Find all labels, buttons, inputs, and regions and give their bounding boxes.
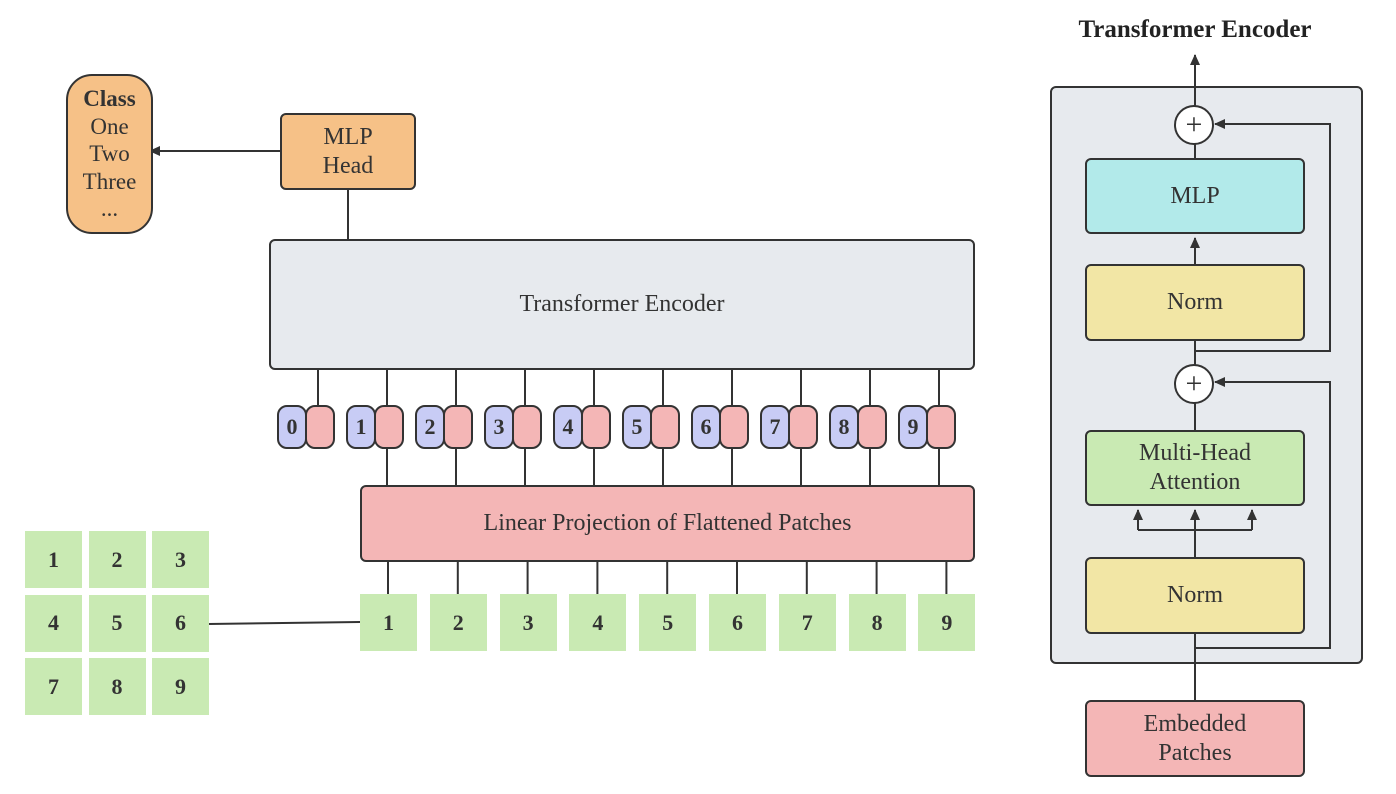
class-item-3: Three bbox=[82, 168, 137, 194]
embedded-patches-line2: Patches bbox=[1158, 739, 1232, 766]
patch-embedding-token-1 bbox=[374, 405, 404, 449]
encoder-detail-title: Transformer Encoder bbox=[1078, 16, 1312, 43]
add-symbol-top: + bbox=[1185, 108, 1203, 141]
position-token-0: 0 bbox=[277, 405, 307, 449]
grid-patch-2: 2 bbox=[88, 531, 146, 588]
grid-patch-6: 6 bbox=[152, 594, 209, 652]
mlp-head-line2: Head bbox=[322, 152, 374, 179]
attention-line1: Multi-Head bbox=[1139, 440, 1251, 467]
class-title: Class bbox=[83, 86, 136, 112]
position-token-2: 2 bbox=[415, 405, 445, 449]
grid-to-patches-line bbox=[207, 621, 361, 625]
linear-projection-box: Linear Projection of Flattened Patches bbox=[360, 485, 975, 562]
mlp-block: MLP bbox=[1085, 158, 1305, 234]
add-icon-bottom: + bbox=[1174, 364, 1214, 404]
class-output-box: Class One Two Three ... bbox=[66, 74, 153, 234]
attention-line2: Attention bbox=[1149, 469, 1241, 495]
patch-embedding-token-3 bbox=[512, 405, 542, 449]
patch-embedding-token-8 bbox=[857, 405, 887, 449]
transformer-encoder-label: Transformer Encoder bbox=[519, 291, 725, 318]
grid-patch-9: 9 bbox=[152, 658, 209, 715]
mlp-head-line1: MLP bbox=[323, 123, 373, 150]
flattened-patch-5: 5 bbox=[639, 594, 697, 651]
position-token-3: 3 bbox=[484, 405, 514, 449]
patch-embedding-token-4 bbox=[581, 405, 611, 449]
norm-block-top: Norm bbox=[1085, 264, 1305, 341]
flattened-patch-4: 4 bbox=[569, 594, 627, 651]
patch-embedding-token-0 bbox=[305, 405, 335, 449]
class-item-1: One bbox=[90, 113, 129, 139]
add-icon-top: + bbox=[1174, 105, 1214, 145]
patch-embedding-token-7 bbox=[788, 405, 818, 449]
norm-bottom-label: Norm bbox=[1167, 582, 1223, 609]
grid-patch-3: 3 bbox=[152, 531, 209, 588]
position-token-1: 1 bbox=[346, 405, 376, 449]
norm-block-bottom: Norm bbox=[1085, 557, 1305, 634]
token-connectors bbox=[317, 370, 940, 485]
position-token-7: 7 bbox=[760, 405, 790, 449]
linear-projection-label: Linear Projection of Flattened Patches bbox=[483, 510, 852, 537]
grid-patch-8: 8 bbox=[88, 658, 146, 715]
patch-embedding-token-9 bbox=[926, 405, 956, 449]
patch-embedding-token-2 bbox=[443, 405, 473, 449]
position-token-5: 5 bbox=[622, 405, 652, 449]
patch-connectors bbox=[387, 562, 948, 594]
flattened-patch-6: 6 bbox=[709, 594, 766, 651]
position-token-4: 4 bbox=[553, 405, 583, 449]
grid-patch-1: 1 bbox=[25, 531, 82, 588]
position-token-9: 9 bbox=[898, 405, 928, 449]
class-item-2: Two bbox=[89, 141, 130, 167]
flattened-patch-7: 7 bbox=[778, 594, 836, 651]
mlp-block-label: MLP bbox=[1170, 182, 1220, 209]
grid-patch-4: 4 bbox=[25, 594, 82, 652]
grid-patch-7: 7 bbox=[25, 658, 82, 715]
flattened-patch-3: 3 bbox=[499, 594, 557, 651]
transformer-encoder-box: Transformer Encoder bbox=[269, 239, 975, 370]
position-token-6: 6 bbox=[691, 405, 721, 449]
flattened-patch-9: 9 bbox=[918, 594, 976, 651]
residual-bottom-arrow bbox=[1195, 377, 1331, 649]
class-item-more: ... bbox=[100, 196, 119, 222]
embedded-patches-line1: Embedded bbox=[1143, 710, 1247, 737]
flattened-patch-2: 2 bbox=[429, 594, 487, 651]
flattened-patch-8: 8 bbox=[848, 594, 906, 651]
position-token-8: 8 bbox=[829, 405, 859, 449]
mlp-head-box: MLP Head bbox=[280, 113, 416, 190]
norm-top-label: Norm bbox=[1167, 289, 1223, 316]
multi-head-attention-block: Multi-Head Attention bbox=[1085, 430, 1305, 506]
patch-embedding-token-5 bbox=[650, 405, 680, 449]
grid-patch-5: 5 bbox=[88, 594, 146, 652]
add-symbol-bottom: + bbox=[1185, 367, 1203, 400]
embedded-patches-box: Embedded Patches bbox=[1085, 700, 1305, 777]
flattened-patch-1: 1 bbox=[360, 594, 417, 651]
residual-top-arrow bbox=[1195, 119, 1331, 352]
patch-embedding-token-6 bbox=[719, 405, 749, 449]
